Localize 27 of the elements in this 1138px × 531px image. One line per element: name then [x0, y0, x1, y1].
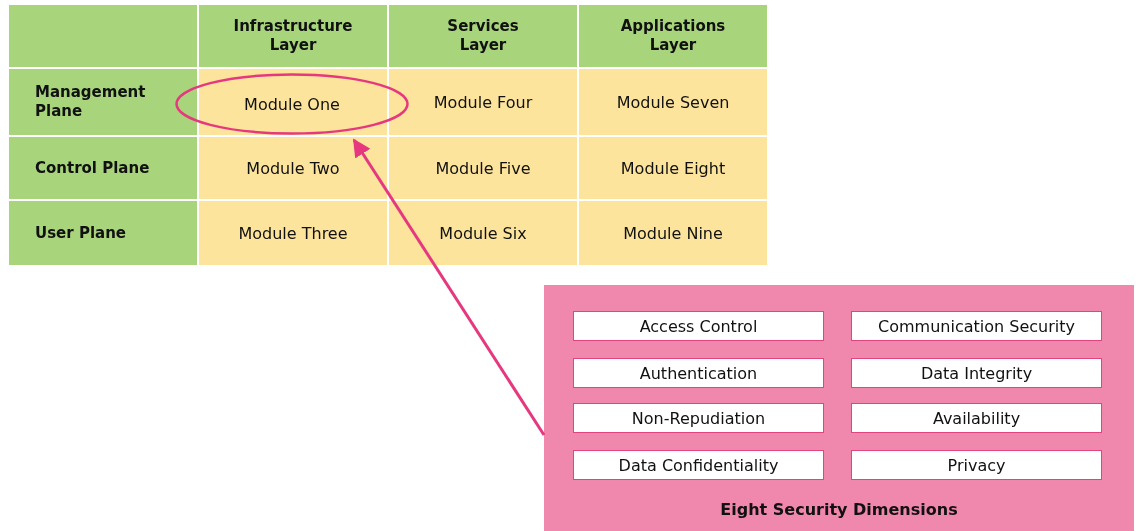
row-header: Management Plane: [9, 69, 197, 135]
dimension-box: Access Control: [573, 311, 824, 341]
row-header: User Plane: [9, 201, 197, 265]
column-header: Applications Layer: [579, 5, 767, 67]
dimensions-panel: [544, 285, 1134, 531]
dimension-box: Non-Repudiation: [573, 403, 824, 433]
dimension-box: Availability: [851, 403, 1102, 433]
column-header: Infrastructure Layer: [199, 5, 387, 67]
table-entry: Module Four: [389, 69, 577, 135]
panel-title: Eight Security Dimensions: [720, 500, 958, 519]
table-entry: Module Three: [199, 201, 387, 265]
table-entry: Module Five: [389, 137, 577, 199]
table-entry: Module Eight: [579, 137, 767, 199]
arrow: [352, 138, 546, 436]
dimension-box: Data Confidentiality: [573, 450, 824, 480]
dimension-box: Authentication: [573, 358, 824, 388]
table-entry: Module Seven: [579, 69, 767, 135]
dimension-box: Privacy: [851, 450, 1102, 480]
dimension-box: Data Integrity: [851, 358, 1102, 388]
cell-text: Module One: [243, 94, 341, 114]
row-header: Control Plane: [9, 137, 197, 199]
dimension-box: Communication Security: [851, 311, 1102, 341]
table-entry: Module Nine: [579, 201, 767, 265]
column-header: Services Layer: [389, 5, 577, 67]
table-entry: Module Six: [389, 201, 577, 265]
table-entry: Module Two: [199, 137, 387, 199]
highlight-ellipse: [175, 73, 409, 135]
